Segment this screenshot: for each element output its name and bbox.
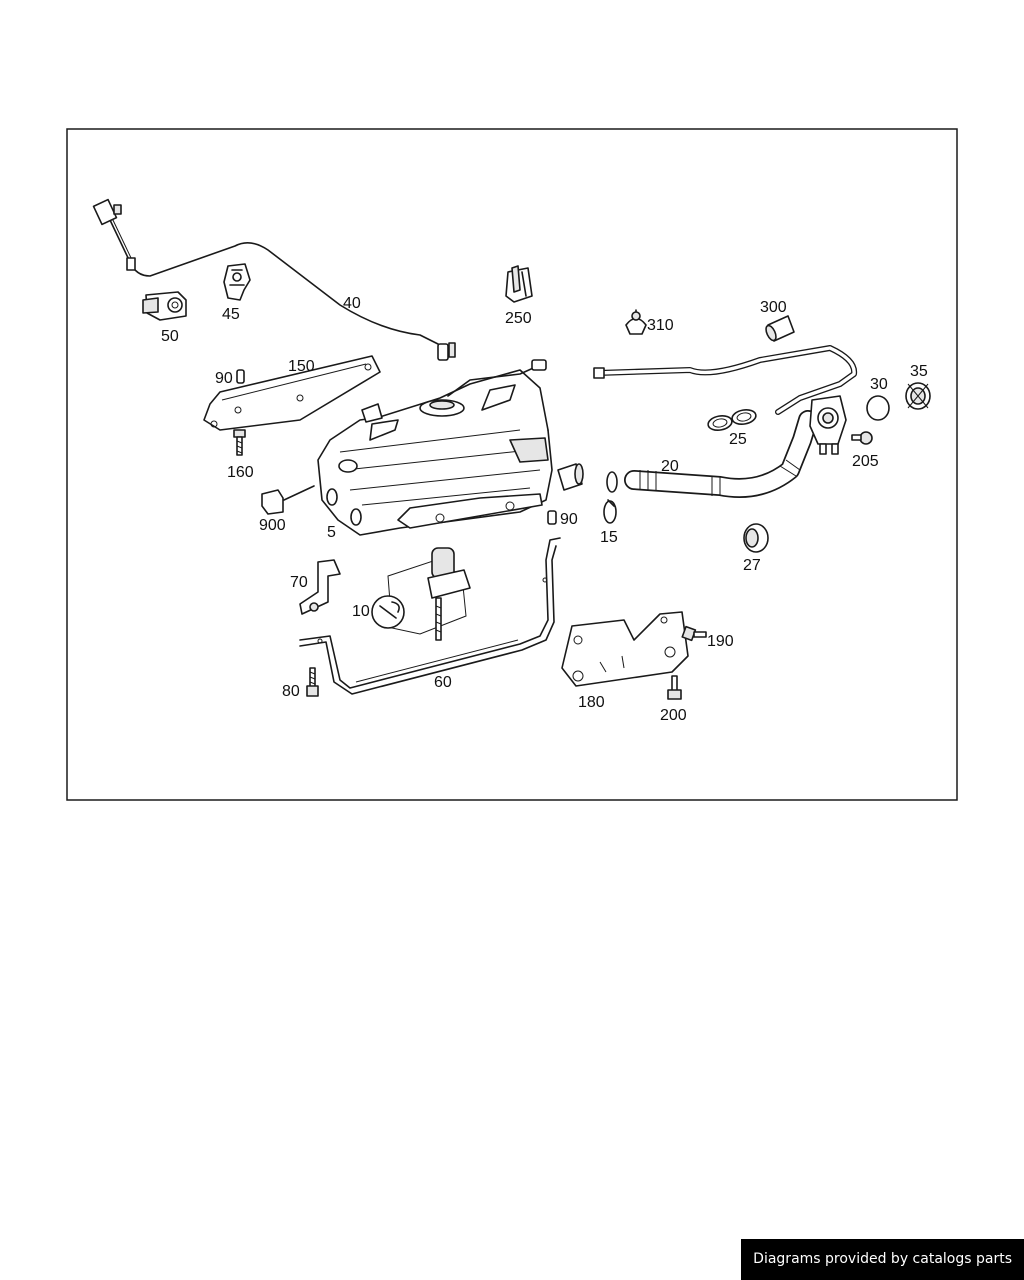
label-310: 310 — [647, 317, 674, 334]
part-20-filler-hose[interactable] — [624, 410, 818, 498]
part-150-bracket[interactable] — [203, 355, 381, 431]
label-80: 80 — [282, 683, 300, 700]
part-30-o-ring[interactable] — [866, 395, 890, 421]
footer-credit-badge: Diagrams provided by catalogs parts — [741, 1239, 1024, 1280]
part-70-bracket[interactable] — [299, 559, 341, 615]
label-70: 70 — [290, 574, 308, 591]
part-15-clamp[interactable] — [603, 471, 618, 524]
part-160-bolt[interactable] — [233, 429, 246, 456]
part-45-clip[interactable] — [223, 263, 251, 301]
label-40: 40 — [343, 295, 361, 312]
label-150: 150 — [288, 358, 315, 375]
label-200: 200 — [660, 707, 687, 724]
label-50: 50 — [161, 328, 179, 345]
part-90-sleeve-upper[interactable] — [236, 369, 245, 384]
label-160: 160 — [227, 464, 254, 481]
part-80-bolt[interactable] — [306, 667, 319, 697]
part-205-bolt[interactable] — [851, 431, 873, 445]
label-180: 180 — [578, 694, 605, 711]
part-60-tank-strap[interactable] — [299, 537, 561, 695]
part-180-shield[interactable] — [561, 611, 689, 687]
part-35-fuel-cap[interactable] — [905, 382, 931, 410]
part-50-connector[interactable] — [142, 291, 187, 321]
part-310-clip[interactable] — [625, 309, 647, 335]
label-90-lower: 90 — [560, 511, 578, 528]
label-15: 15 — [600, 529, 618, 546]
filler-head[interactable] — [809, 395, 847, 455]
label-190: 190 — [707, 633, 734, 650]
part-5-fuel-tank[interactable] — [317, 359, 584, 536]
label-900: 900 — [259, 517, 286, 534]
part-27-grommet[interactable] — [743, 523, 769, 553]
label-60: 60 — [434, 674, 452, 691]
part-90-sleeve-lower[interactable] — [547, 510, 557, 525]
part-190-bolt[interactable] — [681, 625, 707, 642]
diagram-frame — [66, 128, 958, 801]
label-205: 205 — [852, 453, 879, 470]
part-10-fuel-sender[interactable] — [371, 547, 471, 641]
label-30: 30 — [870, 376, 888, 393]
footer-credit-text: Diagrams provided by catalogs parts — [753, 1251, 1012, 1267]
label-27: 27 — [743, 557, 761, 574]
label-300: 300 — [760, 299, 787, 316]
fuel-vent-line[interactable] — [593, 345, 858, 415]
part-900-pad[interactable] — [261, 485, 315, 515]
part-labels: 5 10 15 20 25 27 30 35 40 45 50 60 70 80… — [161, 295, 928, 724]
part-200-bolt[interactable] — [667, 675, 682, 700]
label-10: 10 — [352, 603, 370, 620]
label-35: 35 — [910, 363, 928, 380]
label-45: 45 — [222, 306, 240, 323]
part-40-wiring-harness[interactable] — [92, 198, 456, 361]
part-250-connector[interactable] — [505, 265, 533, 303]
label-90-upper: 90 — [215, 370, 233, 387]
part-300-grommet[interactable] — [764, 315, 795, 342]
label-5: 5 — [327, 524, 336, 541]
label-20: 20 — [661, 458, 679, 475]
label-250: 250 — [505, 310, 532, 327]
label-25: 25 — [729, 431, 747, 448]
part-25-clamps[interactable] — [707, 408, 757, 432]
